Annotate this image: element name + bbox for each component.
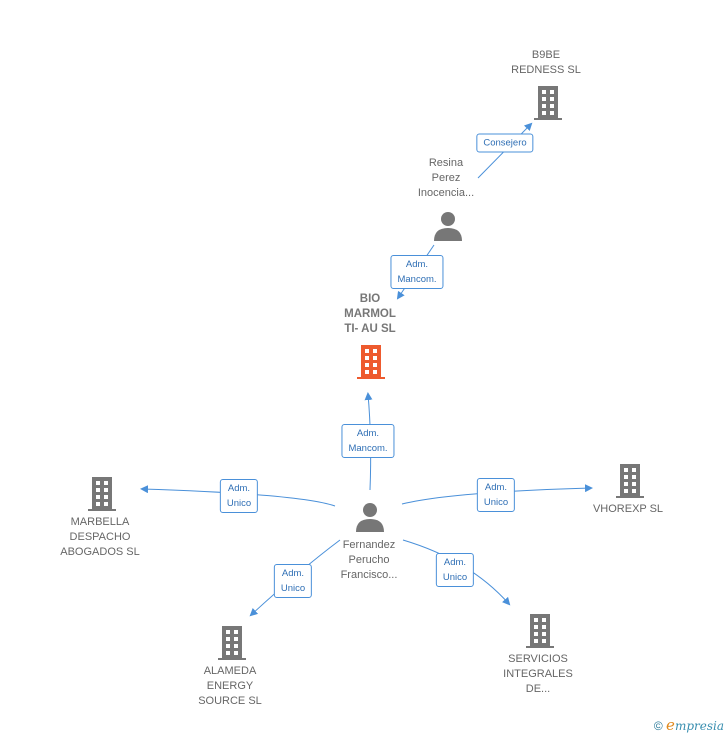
relation-label-adm-unico[interactable]: Adm. Unico: [273, 564, 313, 598]
empresia-watermark: © empresia: [654, 716, 724, 734]
relation-label-adm-unico[interactable]: Adm. Unico: [219, 479, 259, 513]
node-alameda-label: ALAMEDA ENERGY SOURCE SL: [198, 665, 262, 707]
node-fernandez-label: Fernandez Perucho Francisco...: [340, 539, 398, 581]
relation-label-adm-mancom[interactable]: Adm. Mancom.: [341, 424, 395, 458]
building-main-icon: [357, 345, 385, 379]
edge-fernandez-vhorexp: [401, 484, 593, 505]
building-icon: [218, 626, 246, 660]
building-icon: [526, 614, 554, 648]
relation-label-adm-mancom[interactable]: Adm. Mancom.: [390, 255, 444, 289]
person-icon: [356, 503, 384, 532]
building-icon: [616, 464, 644, 498]
node-resina-label: Resina Perez Inocencia...: [417, 157, 475, 199]
node-marbella-label: MARBELLA DESPACHO ABOGADOS SL: [60, 516, 140, 558]
building-icon: [534, 86, 562, 120]
building-icon: [88, 477, 116, 511]
edge-fernandez-marbella: [140, 485, 336, 507]
relation-label-adm-unico[interactable]: Adm. Unico: [435, 553, 475, 587]
node-bio-label: BIO MARMOL TI- AU SL: [344, 293, 396, 335]
node-b9be-label: B9BE REDNESS SL: [511, 49, 581, 76]
person-icon: [434, 212, 462, 241]
copyright-icon: ©: [653, 719, 663, 733]
node-servicios-label: SERVICIOS INTEGRALES DE...: [503, 653, 573, 695]
brand-logo: empresia: [666, 716, 724, 734]
relation-label-consejero[interactable]: Consejero: [476, 133, 534, 153]
relation-label-adm-unico[interactable]: Adm. Unico: [476, 478, 516, 512]
node-vhorexp-label: VHOREXP SL: [592, 503, 664, 515]
